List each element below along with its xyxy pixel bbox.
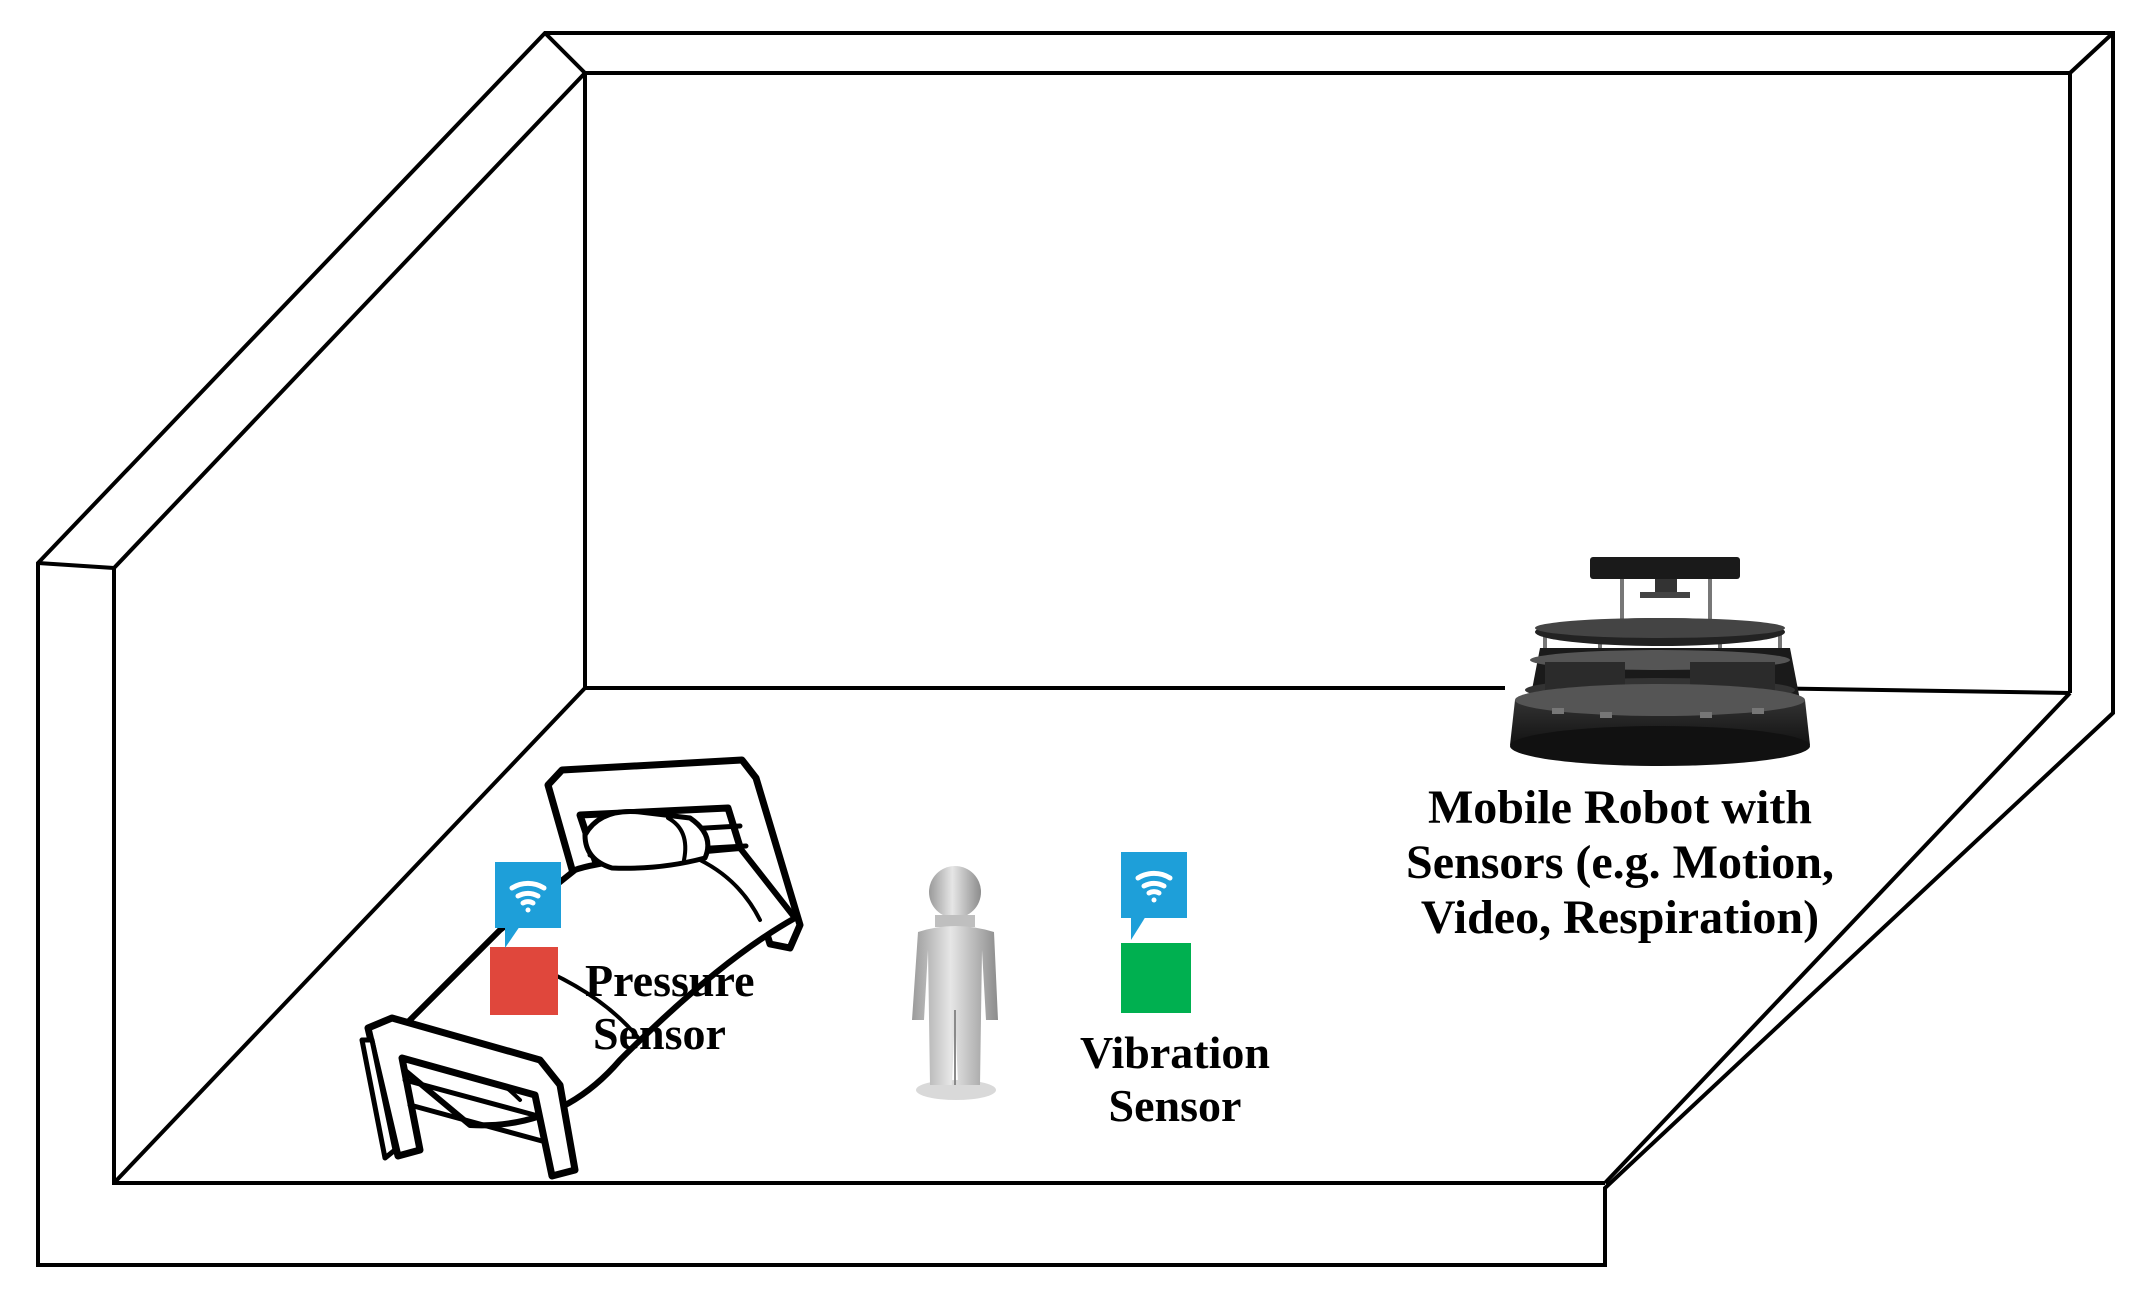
- person-icon: [912, 866, 998, 1100]
- wifi-badge-pressure: [495, 862, 561, 948]
- bed-icon: [359, 756, 804, 1180]
- inner-top-edge: [585, 71, 2072, 693]
- vibration-sensor-label-line: Sensor: [1108, 1079, 1242, 1131]
- wifi-icon: [509, 880, 547, 913]
- vibration-sensor: [1121, 852, 1191, 1013]
- mobile-robot-label-line: Video, Respiration): [1420, 891, 1820, 945]
- pressure-sensor: [490, 862, 561, 1015]
- floor-left-edge: [112, 686, 587, 1185]
- outer-wall-outline: [36, 31, 2115, 1267]
- pressure-sensor-label-line: Pressure: [585, 955, 755, 1006]
- wifi-badge-vibration: [1121, 852, 1187, 940]
- wall-corner-left: [37, 561, 115, 570]
- vibration-sensor-label: Vibration Sensor: [1055, 1027, 1295, 1133]
- floor-right-edge: [1603, 691, 2072, 1185]
- pressure-sensor-label: Pressure Sensor: [585, 955, 755, 1061]
- mobile-robot-label: Mobile Robot with Sensors (e.g. Motion, …: [1375, 780, 1865, 946]
- wall-corner-right: [2068, 31, 2115, 75]
- floor-back-edge-right: [1757, 686, 2071, 695]
- wifi-icon: [1135, 870, 1173, 903]
- pressure-sensor-block: [490, 947, 558, 1015]
- wall-corner-top: [543, 31, 587, 75]
- back-left-wall-top: [112, 71, 587, 570]
- robot-icon: [1510, 557, 1810, 766]
- vibration-sensor-block: [1121, 943, 1191, 1013]
- vibration-sensor-label-line: Vibration: [1080, 1027, 1270, 1078]
- mobile-robot-label-line: Sensors (e.g. Motion,: [1406, 836, 1834, 890]
- room-outline: [36, 31, 2115, 1267]
- pressure-sensor-label-line: Sensor: [593, 1007, 726, 1059]
- mobile-robot-label-line: Mobile Robot with: [1428, 781, 1812, 834]
